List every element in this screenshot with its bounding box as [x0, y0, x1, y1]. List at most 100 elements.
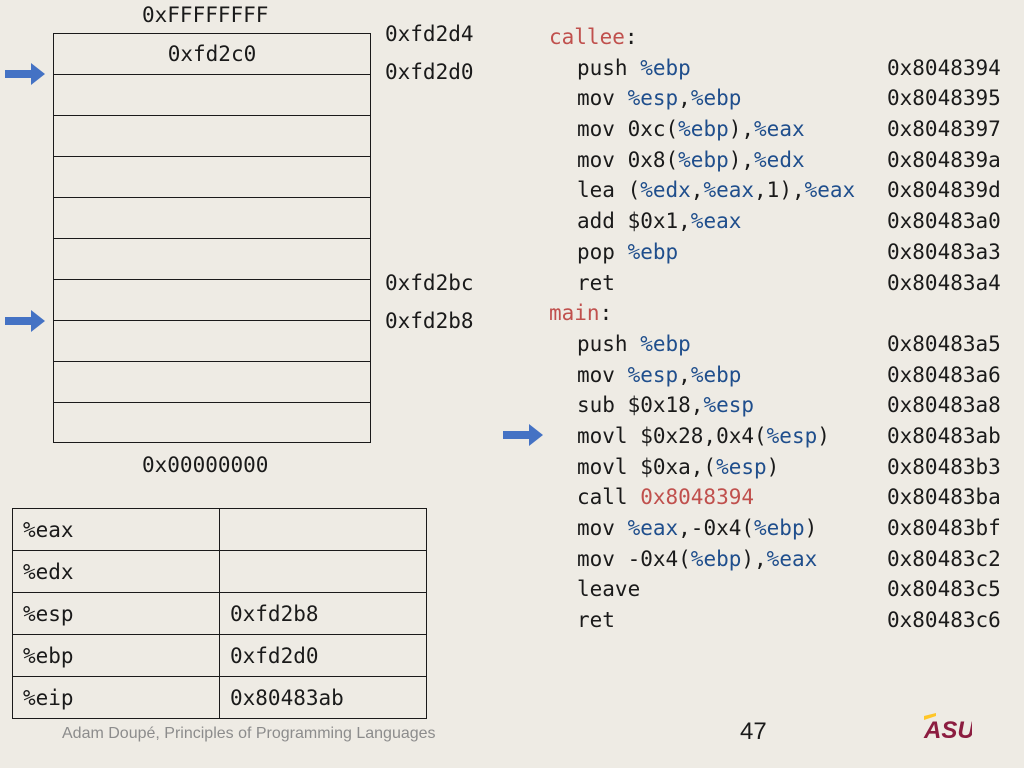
stack-cell [54, 362, 370, 403]
instruction: movl $0xa,(%esp) [577, 454, 780, 479]
instruction-address: 0x80483c2 [887, 546, 1001, 571]
register-name: %eax [12, 508, 220, 551]
function-label: main: [549, 301, 613, 326]
instruction: lea (%edx,%eax,1),%eax [577, 178, 856, 203]
instruction-address: 0x80483a3 [887, 239, 1001, 264]
asu-logo-icon: ASU [923, 713, 972, 742]
instruction: mov -0x4(%ebp),%eax [577, 546, 818, 571]
stack-cell [54, 157, 370, 198]
instruction-address: 0x804839d [887, 178, 1001, 203]
stack-cell [54, 75, 370, 116]
instruction-address: 0x8048397 [887, 117, 1001, 142]
stack-bottom-address: 0x00000000 [142, 453, 269, 477]
code-line: movl $0xa,(%esp) 0x80483b3 [549, 452, 1019, 483]
register-row: %edx [12, 550, 427, 593]
stack-cell [54, 198, 370, 239]
instruction: add $0x1,%eax [577, 209, 742, 234]
instruction-address: 0x80483a4 [887, 270, 1001, 295]
stack-diagram: 0xfd2c0 [53, 33, 371, 443]
instruction-address: 0x804839a [887, 147, 1001, 172]
instruction-address: 0x80483a8 [887, 393, 1001, 418]
address-label: 0xfd2d0 [385, 60, 474, 84]
register-value [219, 508, 427, 551]
code-line-current: movl $0x28,0x4(%esp) 0x80483ab [549, 421, 1019, 452]
assembly-listing: callee: push %ebp 0x8048394 mov %esp,%ebp… [549, 22, 1019, 636]
code-line: leave 0x80483c5 [549, 574, 1019, 605]
instruction-address: 0x8048394 [887, 55, 1001, 80]
instruction-pointer-arrow-icon [503, 424, 543, 446]
stack-cell: 0xfd2c0 [54, 34, 370, 75]
instruction: pop %ebp [577, 239, 679, 264]
instruction: movl $0x28,0x4(%esp) [577, 423, 830, 448]
instruction: push %ebp [577, 55, 691, 80]
instruction-address: 0x80483ba [887, 485, 1001, 510]
instruction: push %ebp [577, 331, 691, 356]
register-value [219, 550, 427, 593]
code-line: lea (%edx,%eax,1),%eax 0x804839d [549, 175, 1019, 206]
stack-cell [54, 239, 370, 280]
instruction-address: 0x80483a0 [887, 209, 1001, 234]
instruction: mov %eax,-0x4(%ebp) [577, 516, 818, 540]
register-name: %eip [12, 676, 220, 719]
code-line: push %ebp 0x8048394 [549, 53, 1019, 84]
stack-cell [54, 280, 370, 321]
instruction-address: 0x80483b3 [887, 454, 1001, 479]
code-line: sub $0x18,%esp 0x80483a8 [549, 390, 1019, 421]
instruction: mov 0x8(%ebp),%edx [577, 147, 805, 172]
code-line: mov %esp,%ebp 0x8048395 [549, 83, 1019, 114]
code-line: ret 0x80483c6 [549, 605, 1019, 636]
register-value: 0xfd2b8 [219, 592, 427, 635]
instruction-address: 0x80483a6 [887, 362, 1001, 387]
instruction: sub $0x18,%esp [577, 393, 755, 418]
instruction: ret [577, 270, 615, 295]
instruction: call 0x8048394 [577, 485, 755, 510]
svg-text:ASU: ASU [923, 717, 972, 742]
address-label: 0xfd2d4 [385, 22, 474, 46]
instruction: leave [577, 577, 641, 602]
instruction: mov %esp,%ebp [577, 86, 742, 111]
instruction: mov %esp,%ebp [577, 362, 742, 387]
code-line: mov 0xc(%ebp),%eax 0x8048397 [549, 114, 1019, 145]
register-row: %eax [12, 508, 427, 551]
stack-cell [54, 403, 370, 442]
stack-cell [54, 321, 370, 362]
register-value: 0x80483ab [219, 676, 427, 719]
code-line: mov 0x8(%ebp),%edx 0x804839a [549, 145, 1019, 176]
instruction-address: 0x80483c5 [887, 577, 1001, 602]
register-value: 0xfd2d0 [219, 634, 427, 677]
code-line: push %ebp 0x80483a5 [549, 329, 1019, 360]
address-label: 0xfd2b8 [385, 309, 474, 333]
stack-top-address: 0xFFFFFFFF [142, 3, 269, 27]
stack-cell [54, 116, 370, 157]
code-label-line: main: [549, 298, 1019, 329]
instruction-address: 0x80483bf [887, 516, 1001, 540]
register-name: %ebp [12, 634, 220, 677]
instruction: mov 0xc(%ebp),%eax [577, 117, 805, 142]
function-label: callee: [549, 25, 638, 49]
code-line: call 0x8048394 0x80483ba [549, 482, 1019, 513]
code-line: add $0x1,%eax 0x80483a0 [549, 206, 1019, 237]
slide-footer: Adam Doupé, Principles of Programming La… [62, 725, 436, 742]
instruction-address: 0x80483a5 [887, 331, 1001, 356]
instruction: ret [577, 608, 615, 633]
stack-cell-value: 0xfd2c0 [167, 42, 257, 66]
code-line: mov %esp,%ebp 0x80483a6 [549, 360, 1019, 391]
esp-pointer-arrow-icon [5, 310, 45, 332]
register-name: %edx [12, 550, 220, 593]
code-line: pop %ebp 0x80483a3 [549, 237, 1019, 268]
ebp-pointer-arrow-icon [5, 63, 45, 85]
code-label-line: callee: [549, 22, 1019, 53]
register-name: %esp [12, 592, 220, 635]
instruction-address: 0x80483c6 [887, 608, 1001, 633]
code-line: mov -0x4(%ebp),%eax 0x80483c2 [549, 544, 1019, 575]
code-line: mov %eax,-0x4(%ebp) 0x80483bf [549, 513, 1019, 544]
instruction-address: 0x80483ab [887, 423, 1001, 448]
slide-number: 47 [740, 718, 767, 745]
code-line: ret 0x80483a4 [549, 268, 1019, 299]
address-label: 0xfd2bc [385, 271, 474, 295]
instruction-address: 0x8048395 [887, 86, 1001, 111]
